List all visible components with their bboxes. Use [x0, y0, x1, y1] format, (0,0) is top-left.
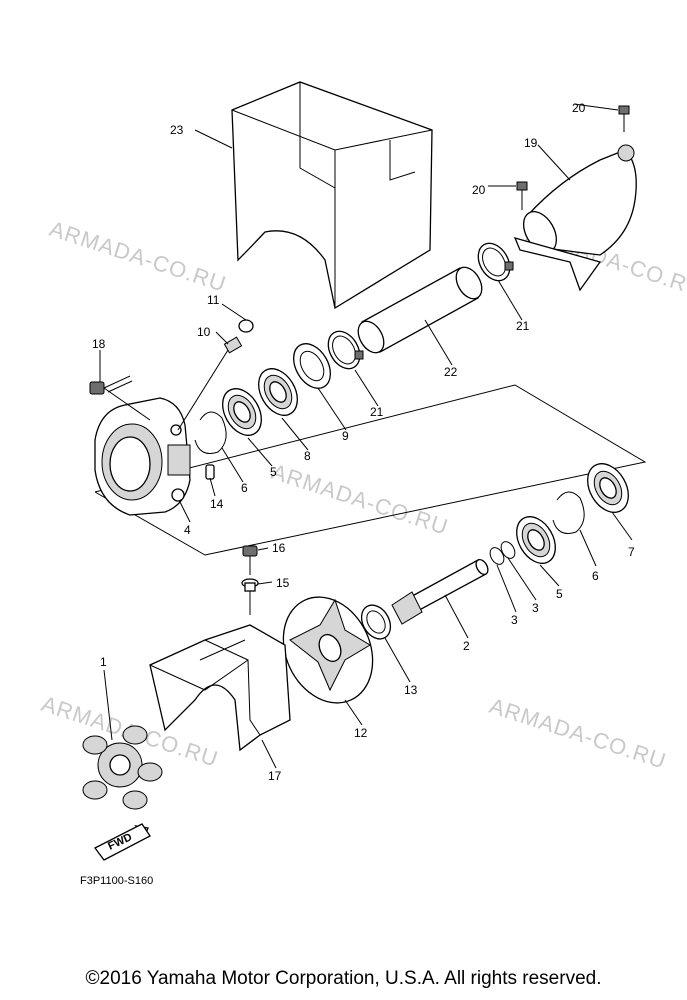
callout-3: 3: [532, 601, 539, 615]
callout-23: 23: [170, 123, 184, 137]
part-2-shaft: [391, 558, 489, 625]
part-14-pin: [205, 464, 215, 480]
part-21-clamp-upper: [477, 242, 514, 282]
part-5-bearing-lower: [516, 516, 556, 564]
part-9-seal: [293, 343, 331, 389]
callout-20: 20: [572, 101, 586, 115]
callout-3: 3: [511, 613, 518, 627]
part-5-bearing-upper: [222, 388, 262, 436]
callout-11: 11: [207, 293, 220, 307]
callout-8: 8: [304, 449, 311, 463]
callout-5: 5: [270, 465, 277, 479]
part-17-bracket: [149, 624, 291, 752]
watermark: ARMADA-CO.RU: [486, 693, 669, 774]
callout-1: 1: [100, 655, 107, 669]
part-13-ring: [360, 604, 392, 640]
part-20-bolt-lower: [516, 181, 528, 210]
part-18-bolt: [89, 375, 151, 421]
callout-17: 17: [268, 769, 282, 783]
part-20-bolt-upper: [618, 105, 630, 132]
part-7-bearing: [587, 463, 629, 513]
callout-20: 20: [472, 183, 486, 197]
callout-4: 4: [184, 523, 191, 537]
callout-21: 21: [516, 319, 530, 333]
copyright-footer: ©2016 Yamaha Motor Corporation, U.S.A. A…: [85, 968, 602, 989]
part-8-bearing: [258, 368, 298, 416]
leader-lines: [99, 103, 633, 769]
part-4-housing: [94, 397, 191, 516]
callout-15: 15: [276, 576, 290, 590]
callout-18: 18: [92, 337, 106, 351]
callout-5: 5: [556, 587, 563, 601]
drawing-code: F3P1100-S160: [80, 875, 153, 887]
callout-10: 10: [197, 325, 211, 339]
callout-6: 6: [241, 481, 248, 495]
part-6-circlip-upper: [194, 411, 227, 454]
part-10-fitting: [177, 336, 243, 431]
callout-13: 13: [404, 683, 418, 697]
callout-16: 16: [272, 541, 286, 555]
part-11-cap: [238, 319, 254, 333]
watermark: ARMADA-CO.RU: [46, 216, 229, 297]
callout-labels: 23 20 19 20 21 22 21 9 8 5 6 11 10 18 4 …: [92, 101, 635, 783]
part-23-cover: [231, 81, 433, 310]
callout-22: 22: [444, 365, 458, 379]
assembly-boundary: [94, 384, 647, 556]
part-21-clamp-lower: [327, 330, 364, 370]
fwd-arrow-icon: FWD: [94, 823, 151, 861]
callout-2: 2: [463, 639, 470, 653]
callout-19: 19: [524, 136, 538, 150]
callout-21: 21: [370, 405, 384, 419]
callout-7: 7: [628, 545, 635, 559]
part-6-circlip-lower: [552, 491, 585, 534]
watermark: ARMADA-CO.RU: [268, 459, 451, 540]
part-16-bolt: [242, 545, 258, 575]
part-22-hose: [357, 266, 483, 354]
part-3-orings: [489, 541, 516, 565]
part-19-nozzle: [513, 144, 637, 292]
part-15-washer: [241, 578, 259, 615]
part-1-coupling: [82, 725, 163, 810]
callout-12: 12: [354, 726, 368, 740]
part-12-impeller: [282, 596, 374, 704]
callout-9: 9: [342, 429, 349, 443]
callout-14: 14: [210, 497, 224, 511]
callout-6: 6: [592, 569, 599, 583]
